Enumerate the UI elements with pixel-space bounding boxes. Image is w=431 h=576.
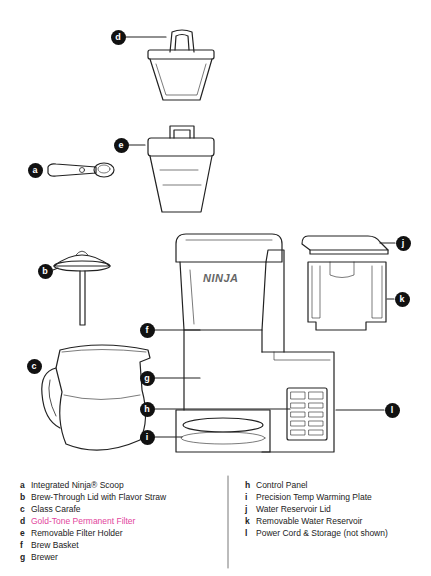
callout-letter: d [115, 33, 121, 42]
part-name: Brew-Through Lid with Flavor Straw [31, 493, 166, 502]
list-letter: e [20, 529, 25, 538]
part-name: Precision Temp Warming Plate [256, 493, 372, 502]
callout-letter: g [144, 374, 150, 383]
callout-circle: k [395, 292, 410, 307]
filter-holder [129, 126, 214, 212]
brewer [155, 234, 384, 452]
callout-letter: h [144, 405, 150, 414]
callout-letter: k [399, 295, 404, 304]
list-letter: g [20, 553, 25, 562]
list-letter: c [20, 505, 25, 514]
part-name: Gold-Tone Permanent Filter [31, 517, 135, 526]
callout-circle: d [111, 30, 126, 45]
callout-circle: f [140, 323, 155, 338]
list-letter: b [20, 493, 25, 502]
callout-letter: l [391, 406, 394, 415]
list-letter: k [245, 517, 250, 526]
brew-through-lid [53, 251, 110, 325]
callout-letter: i [146, 433, 149, 442]
callout-circle: g [140, 371, 155, 386]
part-name: Brew Basket [31, 541, 79, 550]
list-letter: h [245, 481, 250, 490]
callout-circle: c [27, 359, 42, 374]
list-letter: a [20, 481, 25, 490]
callout-circle: h [140, 402, 155, 417]
part-name: Power Cord & Storage (not shown) [256, 529, 388, 538]
part-name: Integrated Ninja® Scoop [31, 481, 124, 490]
list-letter: j [245, 505, 247, 514]
callout-letter: f [146, 326, 149, 335]
brand-logo: NINJA [203, 272, 239, 284]
water-reservoir [308, 262, 394, 330]
list-letter: d [20, 517, 25, 526]
callout-circle: i [140, 430, 155, 445]
callout-circle: l [385, 403, 400, 418]
part-name: Removable Filter Holder [31, 529, 123, 538]
part-name: Brewer [31, 553, 58, 562]
callout-circle: j [396, 236, 411, 251]
permanent-filter [126, 30, 214, 100]
list-divider [228, 476, 229, 568]
callout-letter: b [42, 267, 48, 276]
callout-letter: j [402, 239, 405, 248]
scoop [48, 163, 114, 177]
part-name: Control Panel [256, 481, 308, 490]
callout-letter: c [31, 362, 36, 371]
part-name: Removable Water Reservoir [256, 517, 362, 526]
callout-letter: e [118, 141, 123, 150]
list-letter: f [20, 541, 23, 550]
part-name: Glass Carafe [31, 505, 81, 514]
callout-letter: a [32, 166, 37, 175]
callout-circle: a [28, 163, 43, 178]
glass-carafe [42, 345, 150, 450]
callout-circle: e [114, 138, 129, 153]
callout-circle: b [38, 264, 53, 279]
list-letter: i [245, 493, 247, 502]
part-name: Water Reservoir Lid [256, 505, 331, 514]
list-letter: l [245, 529, 247, 538]
reservoir-lid [302, 236, 395, 254]
